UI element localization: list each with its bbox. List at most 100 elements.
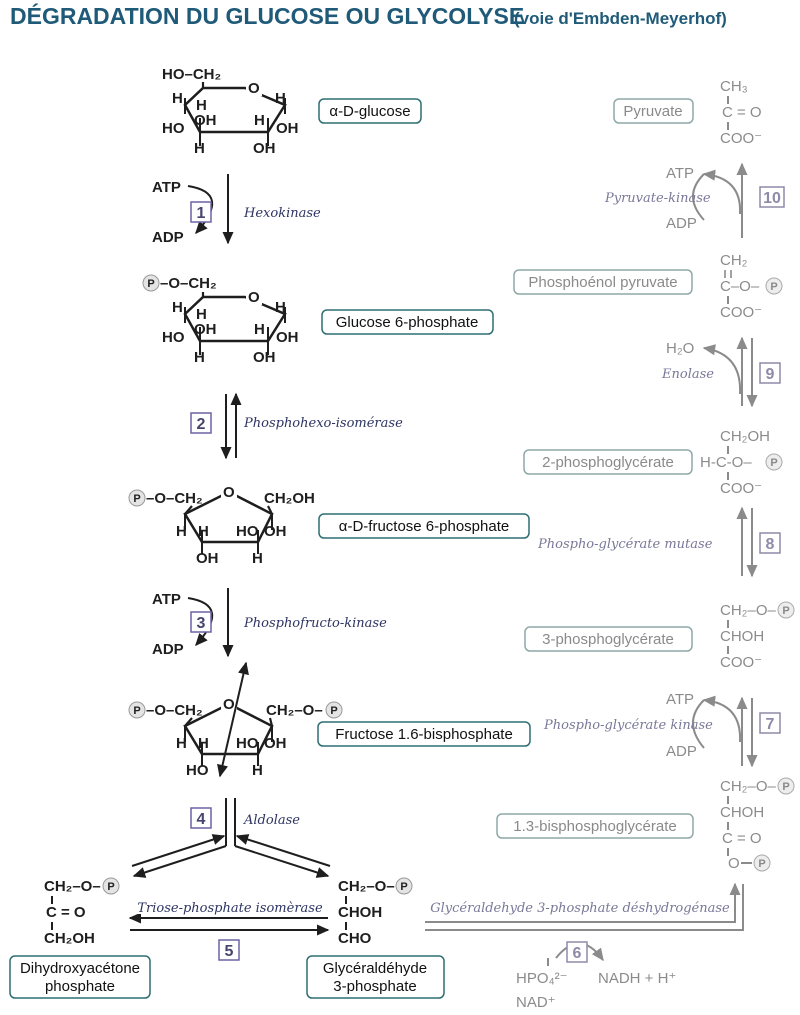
- f6p-label: α-D-fructose 6-phosphate: [339, 518, 509, 535]
- svg-text:H: H: [172, 90, 183, 107]
- svg-text:10: 10: [763, 190, 781, 207]
- svg-text:CH₃: CH₃: [720, 78, 748, 95]
- step-2-badge: [190, 412, 212, 434]
- svg-text:H: H: [176, 523, 187, 540]
- svg-text:P: P: [330, 705, 337, 717]
- svg-text:H: H: [176, 735, 187, 752]
- svg-text:5: 5: [225, 943, 234, 960]
- pg3-label: 3-phosphoglycérate: [542, 631, 674, 648]
- svg-text:–O–CH₂: –O–CH₂: [160, 275, 217, 292]
- page-subtitle: (voie d'Embden-Meyerhof): [514, 9, 727, 28]
- svg-text:CHOH: CHOH: [338, 904, 382, 921]
- svg-text:COO⁻: COO⁻: [720, 480, 762, 497]
- bpg13-label-box: [496, 813, 694, 839]
- enzyme-enolase: Enolase: [661, 367, 714, 382]
- enzyme-phosphoglycerate-kinase: Phospho-glycérate kinase: [543, 718, 713, 733]
- svg-text:COO⁻: COO⁻: [720, 654, 762, 671]
- step-1-badge: [190, 201, 212, 223]
- svg-text:CH₂–O–: CH₂–O–: [338, 878, 395, 895]
- svg-text:ADP: ADP: [152, 229, 184, 246]
- bpg13-label: 1.3-bisphosphoglycérate: [513, 818, 676, 835]
- svg-text:P: P: [133, 493, 140, 505]
- g3p-label-box: [306, 955, 445, 999]
- svg-text:P: P: [770, 281, 777, 293]
- svg-text:OH: OH: [194, 321, 217, 338]
- step-3-badge: [190, 611, 212, 633]
- svg-text:HO: HO: [162, 120, 185, 137]
- svg-text:OH: OH: [276, 329, 299, 346]
- svg-text:CH₂–O–: CH₂–O–: [44, 878, 101, 895]
- svg-text:H: H: [275, 299, 286, 316]
- step-5-badge: [218, 939, 240, 961]
- pep-structure: CH₂ C–O– P COO⁻: [720, 252, 783, 321]
- svg-text:–O–CH₂: –O–CH₂: [146, 702, 203, 719]
- pg2-label-box: [523, 449, 693, 475]
- svg-text:H: H: [275, 90, 286, 107]
- svg-text:C–O–: C–O–: [720, 278, 760, 295]
- svg-text:7: 7: [766, 716, 775, 733]
- svg-text:OH: OH: [264, 735, 287, 752]
- svg-text:C = O: C = O: [46, 904, 86, 921]
- pg2-structure: CH₂OH H-C-O– P COO⁻: [700, 428, 783, 497]
- svg-text:ATP: ATP: [152, 591, 181, 608]
- svg-text:H: H: [198, 735, 209, 752]
- svg-text:NAD⁺: NAD⁺: [516, 994, 556, 1011]
- enzyme-phosphoglycerate-mutase: Phospho-glycérate mutase: [537, 537, 713, 552]
- svg-text:8: 8: [766, 536, 775, 553]
- dhap-label-line1: Dihydroxyacétone: [20, 960, 140, 977]
- svg-text:H: H: [252, 550, 263, 567]
- step-6-badge: [566, 941, 588, 963]
- glucose-label: α-D-glucose: [329, 103, 410, 120]
- g6p-label-box: [321, 309, 494, 335]
- svg-text:4: 4: [197, 811, 206, 828]
- svg-text:NADH + H⁺: NADH + H⁺: [598, 970, 676, 987]
- aldolase-split: [131, 798, 331, 878]
- svg-text:2: 2: [197, 416, 206, 433]
- svg-text:P: P: [758, 858, 765, 870]
- glucose-label-box: [318, 98, 422, 124]
- svg-text:O: O: [223, 484, 235, 501]
- svg-text:H: H: [196, 306, 207, 323]
- step-9-badge: [759, 362, 781, 384]
- svg-text:OH: OH: [194, 112, 217, 129]
- svg-text:ATP: ATP: [666, 691, 694, 708]
- svg-text:P: P: [770, 457, 777, 469]
- dhap-structure: CH₂–O– P C = O CH₂OH: [44, 877, 120, 947]
- svg-text:CH₂OH: CH₂OH: [720, 428, 770, 445]
- svg-text:COO⁻: COO⁻: [720, 304, 762, 321]
- dhap-label-line2: phosphate: [45, 978, 115, 995]
- pg3-label-box: [524, 626, 693, 652]
- svg-text:O: O: [248, 289, 260, 306]
- svg-text:CH₂OH: CH₂OH: [264, 490, 315, 507]
- svg-text:CH₂–O–: CH₂–O–: [266, 702, 323, 719]
- f16bp-structure: P –O–CH₂ CH₂–O– P O H H HO OH HO H: [128, 661, 343, 779]
- svg-text:P: P: [400, 881, 407, 893]
- enzyme-phosphofructo-kinase: Phosphofructo-kinase: [243, 616, 387, 631]
- svg-text:CH₂–O–: CH₂–O–: [720, 602, 776, 619]
- enzyme-g3p-dehydrogenase: Glycéraldehyde 3-phosphate déshydrogénas…: [430, 901, 730, 916]
- svg-text:HPO₄²⁻: HPO₄²⁻: [516, 970, 568, 987]
- svg-text:P: P: [133, 705, 140, 717]
- svg-text:ATP: ATP: [666, 165, 694, 182]
- enzyme-pyruvate-kinase: Pyruvate-kinase: [604, 191, 711, 206]
- svg-text:ADP: ADP: [666, 215, 697, 232]
- svg-text:CH₂OH: CH₂OH: [44, 930, 95, 947]
- g3p-label-line2: 3-phosphate: [333, 978, 416, 995]
- f16bp-label: Fructose 1.6-bisphosphate: [335, 726, 513, 743]
- svg-text:P: P: [782, 781, 789, 793]
- g3p-structure: CH₂–O– P CHOH CHO: [338, 877, 413, 947]
- pyruvate-label-box: [613, 98, 694, 124]
- svg-text:CHOH: CHOH: [720, 804, 764, 821]
- svg-text:OH: OH: [196, 550, 219, 567]
- svg-text:C = O: C = O: [722, 104, 762, 121]
- svg-text:O: O: [728, 855, 740, 872]
- svg-text:H: H: [196, 97, 207, 114]
- svg-text:–O–CH₂: –O–CH₂: [146, 490, 203, 507]
- pyruvate-label: Pyruvate: [623, 103, 682, 120]
- step-4-badge: [190, 807, 212, 829]
- g6p-structure: P –O–CH₂ O H H H HO OH H OH H OH: [142, 274, 299, 366]
- f6p-label-box: [318, 513, 530, 539]
- svg-text:OH: OH: [253, 140, 276, 157]
- svg-text:3: 3: [197, 615, 206, 632]
